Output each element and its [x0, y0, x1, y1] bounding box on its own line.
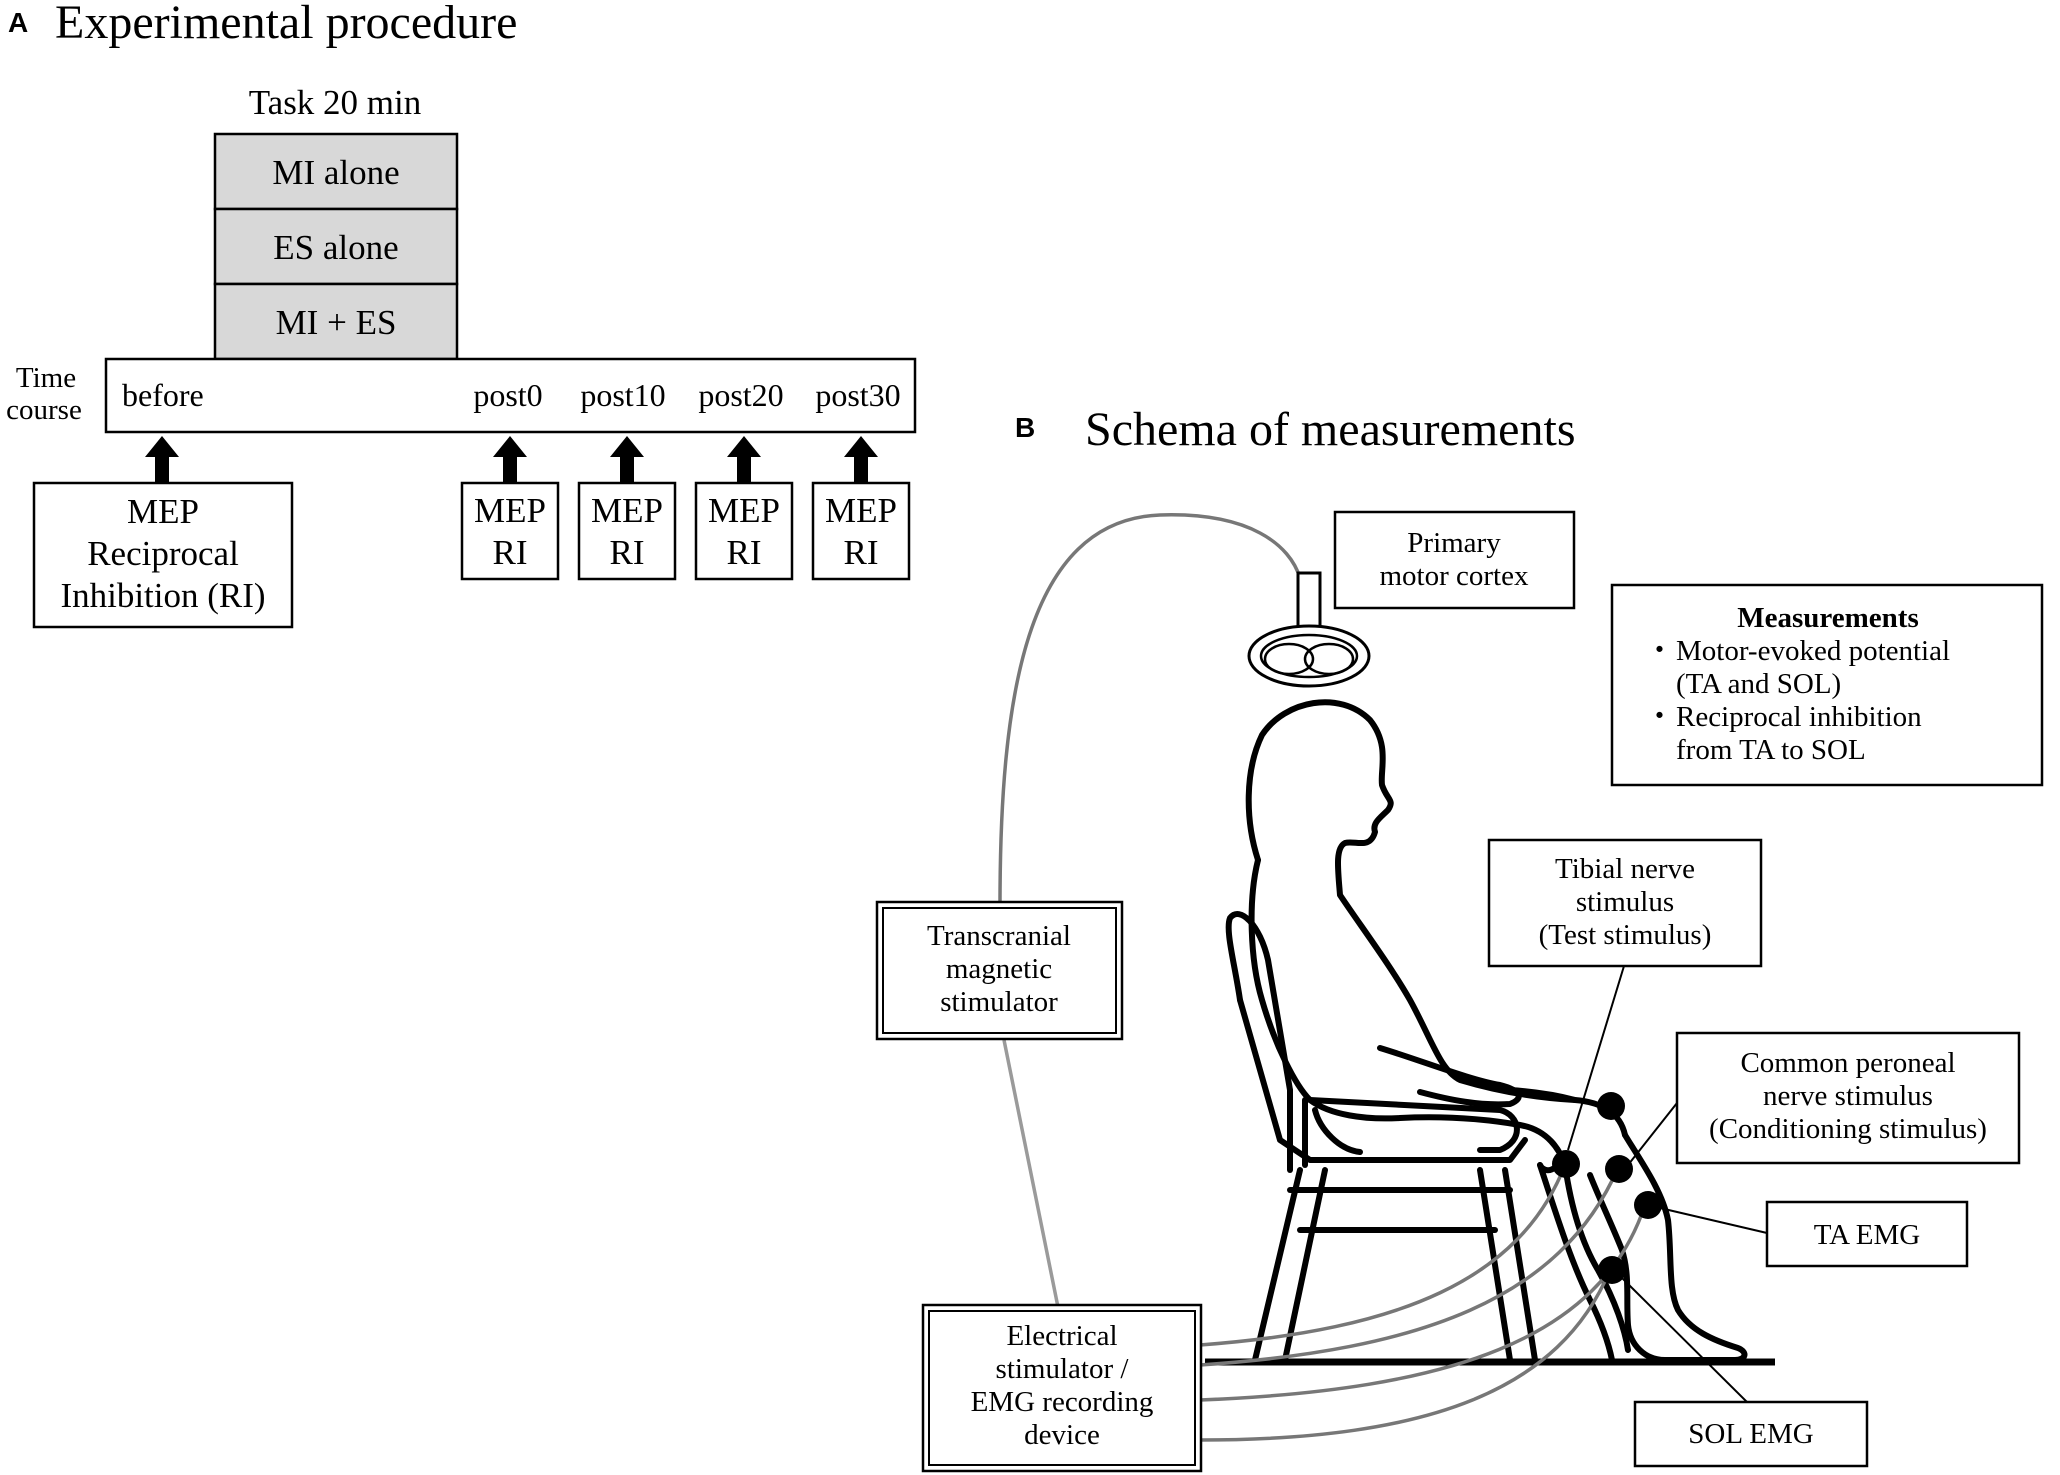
primary-motor-cortex-line2: motor cortex	[1380, 560, 1529, 592]
ta-emg-label: TA EMG	[1814, 1219, 1920, 1251]
electrodes	[1552, 1092, 1662, 1284]
device-box: Electrical stimulator / EMG recording de…	[921, 1303, 1203, 1473]
electrode-peroneal	[1605, 1155, 1633, 1183]
measure-before-line2: Reciprocal	[87, 534, 239, 573]
electrode-cables	[1199, 1164, 1647, 1442]
tms-line1: Transcranial	[927, 920, 1071, 952]
measurements-box	[1610, 583, 2044, 787]
tms-line2: magnetic	[946, 953, 1052, 985]
sol-emg-label: SOL EMG	[1688, 1418, 1813, 1450]
panel-a-title: Experimental procedure	[55, 0, 517, 49]
measure-post30-ri: RI	[844, 533, 879, 572]
electrode-sol	[1598, 1256, 1626, 1284]
peroneal-line3: (Conditioning stimulus)	[1709, 1113, 1987, 1145]
condition-box-es	[213, 207, 459, 286]
timepoint-post10: post10	[580, 377, 665, 413]
measure-post0-ri: RI	[493, 533, 528, 572]
measurements-item2-line2: from TA to SOL	[1676, 734, 1866, 766]
cable-sol	[1199, 1269, 1612, 1442]
measure-post0-mep: MEP	[474, 491, 546, 530]
leader-peroneal	[1627, 1102, 1678, 1166]
peroneal-line1: Common peroneal	[1740, 1047, 1955, 1079]
condition-label-mi: MI alone	[272, 153, 399, 192]
arrow-post10	[610, 436, 644, 483]
device-line2: stimulator /	[996, 1353, 1130, 1385]
device-line4: device	[1024, 1419, 1100, 1451]
peroneal-line2: nerve stimulus	[1763, 1080, 1933, 1112]
measurements-item1-line1: Motor-evoked potential	[1676, 635, 1950, 667]
measure-box-before	[32, 481, 294, 629]
tibial-line2: stimulus	[1576, 886, 1674, 918]
measurements-item2-line1: Reciprocal inhibition	[1676, 701, 1922, 733]
peroneal-box	[1675, 1031, 2021, 1165]
electrode-knee	[1597, 1092, 1625, 1120]
task-conditions: MI alone ES alone MI + ES	[213, 132, 459, 361]
arrow-post20	[727, 436, 761, 483]
panel-b-letter: B	[1015, 412, 1035, 443]
timepoint-post30: post30	[815, 377, 900, 413]
measure-post20-mep: MEP	[708, 491, 780, 530]
timepoint-before: before	[122, 377, 204, 413]
measure-post10-ri: RI	[610, 533, 645, 572]
panel-b-title: Schema of measurements	[1085, 403, 1576, 456]
measurements-heading: Measurements	[1737, 602, 1918, 634]
condition-label-mies: MI + ES	[276, 303, 397, 342]
measure-post30-mep: MEP	[825, 491, 897, 530]
measure-post10-mep: MEP	[591, 491, 663, 530]
timepoint-post0: post0	[473, 377, 542, 413]
leader-ta	[1659, 1207, 1768, 1234]
measure-before-line1: MEP	[127, 492, 199, 531]
tibial-line3: (Test stimulus)	[1539, 919, 1712, 951]
condition-box-mi	[213, 132, 459, 211]
cable-peroneal	[1199, 1167, 1620, 1367]
seated-person-illustration	[1205, 699, 1775, 1366]
cable-ta	[1199, 1204, 1647, 1402]
time-course-label-1: Time	[16, 362, 76, 394]
measure-box-post0	[460, 481, 560, 581]
tms-line3: stimulator	[940, 986, 1058, 1018]
cable-tibial	[1199, 1164, 1567, 1347]
electrode-tibial	[1552, 1150, 1580, 1178]
condition-box-mies	[213, 282, 459, 361]
measurements-bullet-1: ・	[1645, 635, 1674, 667]
measurements-item1-line2: (TA and SOL)	[1676, 668, 1841, 700]
arrow-post0	[493, 436, 527, 483]
arrow-post30	[844, 436, 878, 483]
primary-motor-cortex-box	[1333, 510, 1576, 610]
tms-coil-cable	[998, 513, 1302, 906]
device-line1: Electrical	[1006, 1320, 1117, 1352]
arrow-before	[145, 436, 179, 483]
panel-a-letter: A	[8, 7, 28, 38]
measurements-bullet-2: ・	[1645, 701, 1674, 733]
measure-post20-ri: RI	[727, 533, 762, 572]
tibial-box	[1487, 838, 1763, 968]
timepoint-post20: post20	[698, 377, 783, 413]
primary-motor-cortex-line1: Primary	[1407, 527, 1501, 559]
measurement-arrows	[145, 436, 878, 483]
measure-box-post20	[694, 481, 794, 581]
measure-box-post10	[577, 481, 677, 581]
tms-coil	[1247, 571, 1371, 688]
time-course-label-2: course	[6, 394, 82, 426]
post-measure-boxes: MEP RI MEP RI MEP RI MEP RI	[460, 481, 911, 581]
electrode-ta	[1634, 1191, 1662, 1219]
leader-tibial	[1567, 965, 1625, 1151]
sol-emg-box	[1633, 1400, 1869, 1468]
task-duration-label: Task 20 min	[249, 83, 422, 122]
measure-before-line3: Inhibition (RI)	[60, 576, 265, 615]
tms-box: Transcranial magnetic stimulator	[875, 900, 1124, 1041]
timeline-bar	[104, 357, 917, 434]
tms-device-cable	[1002, 1039, 1062, 1318]
leader-sol	[1621, 1277, 1751, 1406]
tibial-line1: Tibial nerve	[1555, 853, 1695, 885]
ta-emg-box	[1765, 1200, 1969, 1268]
measure-box-post30	[811, 481, 911, 581]
device-line3: EMG recording	[971, 1386, 1154, 1418]
condition-label-es: ES alone	[273, 228, 398, 267]
